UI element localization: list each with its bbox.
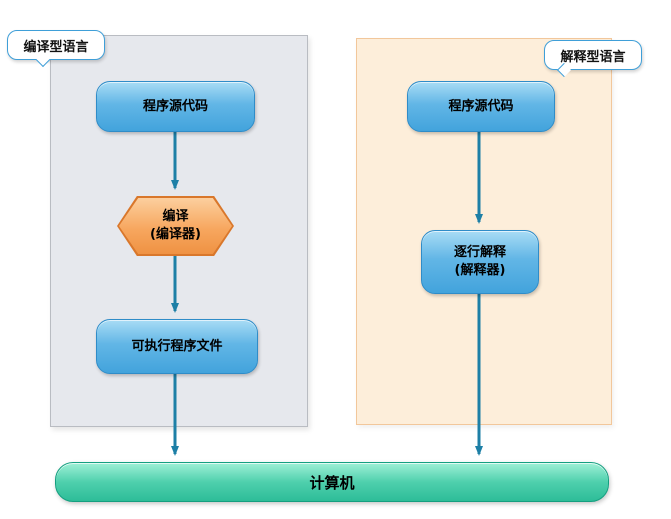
node-executable-file: 可执行程序文件 — [96, 319, 258, 374]
callout-interpreted-language: 解释型语言 — [544, 40, 642, 78]
node-label: 程序源代码 — [142, 98, 208, 114]
computer-label: 计算机 — [309, 473, 355, 492]
callout-compiled-language: 编译型语言 — [7, 30, 105, 68]
callout-compiled-label: 编译型语言 — [23, 39, 89, 55]
node-compile: 编译 (编译器) — [117, 196, 234, 256]
node-sublabel: (解释器) — [454, 263, 506, 278]
node-interpret-line-by-line: 逐行解释 (解释器) — [421, 230, 539, 294]
hexagon-fill-shape — [119, 198, 232, 254]
callout-tail — [35, 52, 51, 68]
node-sublabel: (编译器) — [150, 227, 201, 242]
node-source-code-left: 程序源代码 — [96, 81, 255, 132]
node-source-code-right: 程序源代码 — [407, 81, 555, 132]
node-label: 程序源代码 — [448, 98, 514, 114]
node-label: 逐行解释 — [453, 245, 506, 261]
node-computer: 计算机 — [55, 462, 609, 502]
node-label: 编译 — [162, 209, 189, 225]
node-compile-text: 编译 (编译器) — [117, 196, 234, 256]
callout-interpreted-label: 解释型语言 — [560, 49, 626, 65]
node-label: 可执行程序文件 — [131, 338, 223, 354]
